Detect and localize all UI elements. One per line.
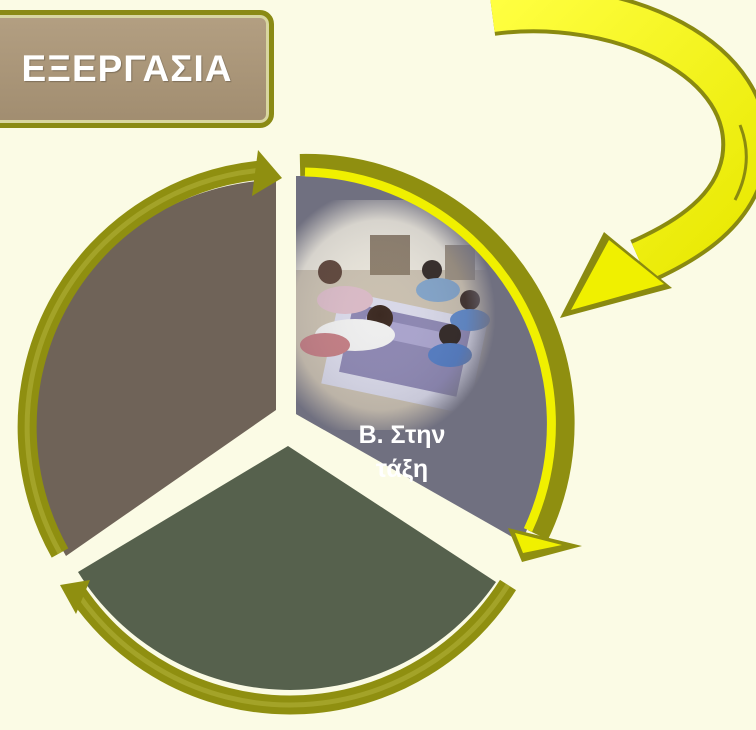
page-title: ΕΞΕΡΓΑΣΙΑ bbox=[21, 48, 233, 89]
segment-label-top-right: Β. Στην τάξη bbox=[322, 418, 482, 486]
segment-label-line1: Β. Στην bbox=[358, 421, 446, 449]
segment-label-line2: τάξη bbox=[375, 455, 429, 483]
highlight-arrow bbox=[490, 0, 756, 318]
cycle-arrow-left bbox=[17, 150, 282, 558]
segment-bottom bbox=[78, 446, 496, 690]
segment-left bbox=[31, 180, 276, 556]
title-box: ΕΞΕΡΓΑΣΙΑ bbox=[0, 10, 274, 128]
classroom-photo bbox=[296, 200, 506, 430]
cycle-arrow-bottom bbox=[60, 579, 517, 715]
cycle-arrow-top-right bbox=[299, 153, 582, 562]
